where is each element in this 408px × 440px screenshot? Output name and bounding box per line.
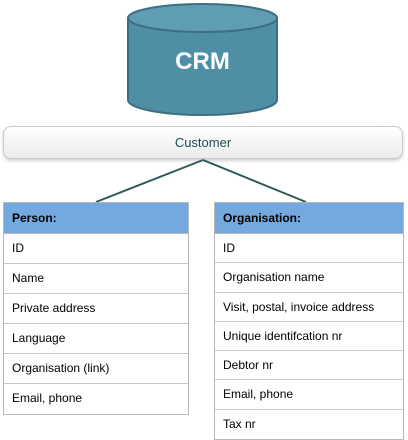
crm-database: CRM — [126, 2, 279, 118]
connector-person — [95, 159, 204, 203]
database-label: CRM — [175, 48, 230, 75]
organisation-row: Tax nr — [223, 416, 256, 431]
customer-entity: Customer — [3, 126, 403, 159]
organisation-row: Visit, postal, invoice address — [215, 293, 403, 322]
connector-organisation — [202, 159, 307, 203]
organisation-row: Organisation name — [215, 263, 403, 293]
person-row: Email, phone — [12, 391, 83, 405]
organisation-row: ID — [215, 234, 403, 264]
person-table: Person: ID Name Private address Language… — [3, 202, 189, 415]
organisation-table-header: Organisation: — [215, 203, 403, 234]
organisation-table: Organisation: ID Organisation name Visit… — [214, 202, 404, 440]
organisation-row: Email, phone — [215, 380, 403, 410]
person-row: Name — [4, 264, 188, 294]
person-row: Organisation (link) — [4, 354, 188, 384]
organisation-row: Unique identifcation nr — [215, 322, 403, 352]
person-table-header: Person: — [4, 203, 188, 234]
person-row: ID — [4, 234, 188, 264]
database-cylinder-icon — [127, 3, 278, 116]
person-row: Private address — [4, 294, 188, 324]
person-row: Language — [4, 324, 188, 354]
organisation-row: Debtor nr — [215, 351, 403, 381]
